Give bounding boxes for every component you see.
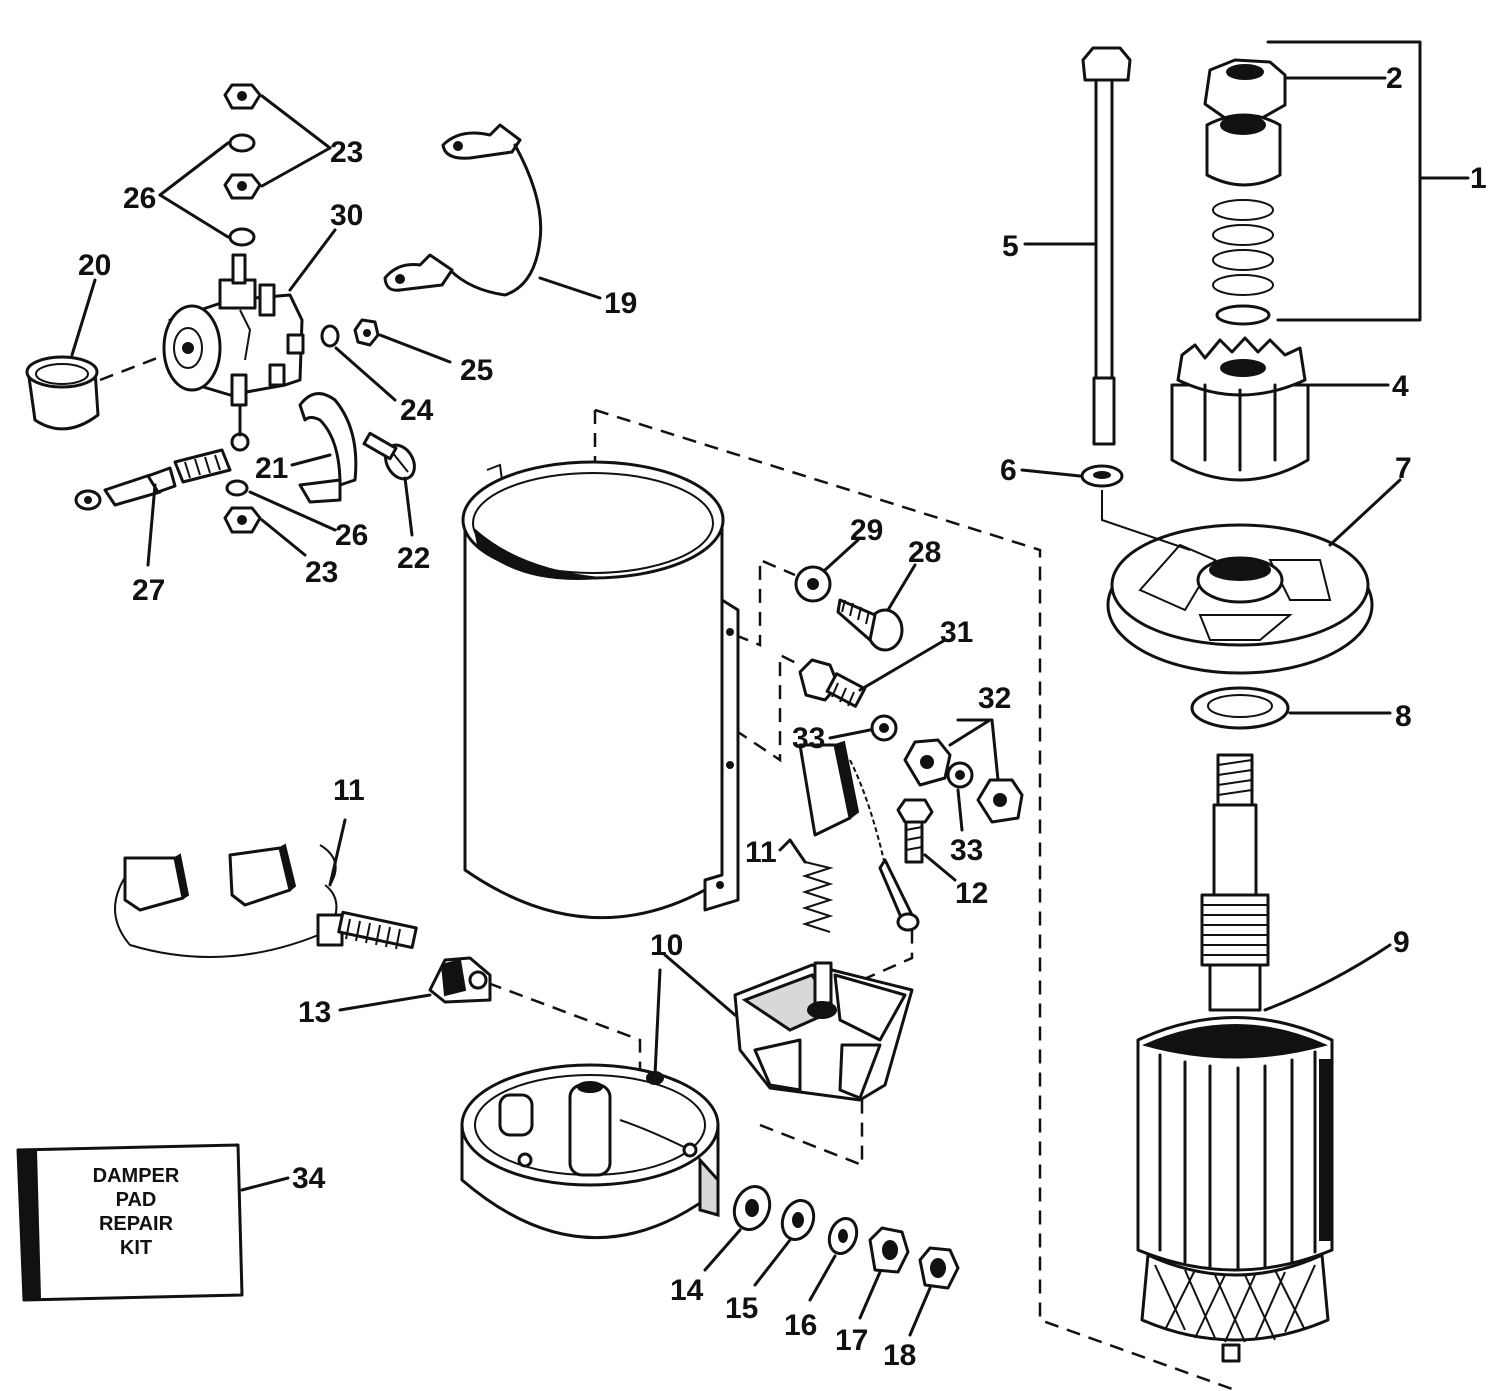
callout-29: 29 <box>850 514 883 547</box>
nut-icon <box>1203 58 1387 120</box>
callout-19: 19 <box>604 287 637 320</box>
end-cap-icon <box>460 968 720 1239</box>
kit-line-1: DAMPER <box>93 1165 180 1187</box>
callout-16: 16 <box>784 1309 817 1342</box>
bracket-icon <box>338 956 492 1012</box>
callout-34: 34 <box>292 1162 326 1195</box>
callout-4: 4 <box>1392 370 1409 403</box>
terminal-stud-icon <box>798 638 947 708</box>
callout-17: 17 <box>835 1324 868 1357</box>
washer-icon <box>753 1199 816 1287</box>
spring-icon <box>778 838 834 933</box>
callout-21: 21 <box>255 452 288 485</box>
callout-30: 30 <box>330 199 363 232</box>
nut-icon <box>956 718 1024 824</box>
callout-7: 7 <box>1395 452 1412 485</box>
washer-icon <box>703 1185 772 1272</box>
callout-26-top: 26 <box>123 182 156 215</box>
screw-icon <box>896 798 957 882</box>
callout-20: 20 <box>78 249 111 282</box>
washer-icon <box>1020 464 1124 488</box>
armature-icon <box>1136 753 1392 1363</box>
brush-holder-icon <box>663 953 914 1102</box>
callout-15: 15 <box>725 1292 758 1325</box>
callout-10: 10 <box>650 929 683 962</box>
callout-labels: 1 2 4 5 6 7 8 9 10 11 11 12 13 14 15 16 … <box>78 62 1487 1372</box>
through-bolt-icon <box>1023 46 1132 446</box>
callout-33-right: 33 <box>950 834 983 867</box>
callout-23-bottom: 23 <box>305 556 338 589</box>
drive-assembly-bracket <box>1266 40 1470 322</box>
callout-5: 5 <box>1002 230 1019 263</box>
callout-25: 25 <box>460 354 493 387</box>
washer-icon <box>320 324 397 402</box>
thrust-washer-icon <box>1190 686 1392 730</box>
nut-icon <box>223 173 262 200</box>
callout-14: 14 <box>670 1274 704 1307</box>
callout-1: 1 <box>1470 162 1487 195</box>
callout-6: 6 <box>1000 454 1017 487</box>
callout-11-left: 11 <box>333 774 365 807</box>
callout-11-right: 11 <box>745 836 777 869</box>
cable-link-icon <box>74 403 250 567</box>
brush-set-icon <box>114 818 418 958</box>
callout-23-top: 23 <box>330 136 363 169</box>
kit-line-3: REPAIR <box>99 1213 174 1235</box>
washer-icon <box>794 538 860 603</box>
bolt-icon <box>836 563 917 652</box>
screw-icon <box>362 431 416 537</box>
spring-icon <box>1212 199 1274 326</box>
frame-housing-icon <box>461 460 740 920</box>
pinion-gear-icon <box>1170 336 1390 482</box>
callout-8: 8 <box>1395 700 1412 733</box>
kit-label: DAMPER PAD REPAIR KIT <box>93 1165 180 1259</box>
callout-26-bottom: 26 <box>335 519 368 552</box>
callout-9: 9 <box>1393 926 1410 959</box>
callout-13: 13 <box>298 996 331 1029</box>
strap-icon <box>290 392 358 504</box>
nut-icon <box>223 83 262 110</box>
callout-32: 32 <box>978 682 1011 715</box>
nut-icon <box>353 318 452 364</box>
lock-washer-icon <box>808 1217 859 1302</box>
ring-icon <box>25 278 100 431</box>
callout-27: 27 <box>132 574 165 607</box>
kit-line-4: KIT <box>120 1237 152 1259</box>
callout-18: 18 <box>883 1339 916 1372</box>
callout-2: 2 <box>1386 62 1403 95</box>
nut-icon <box>903 718 992 787</box>
callout-28: 28 <box>908 536 941 569</box>
collar-icon <box>1205 113 1282 187</box>
callout-12: 12 <box>955 877 988 910</box>
callout-31: 31 <box>940 616 973 649</box>
kit-box-icon <box>16 1143 290 1302</box>
callout-33-left: 33 <box>792 722 825 755</box>
washer-icon <box>228 133 256 247</box>
lock-washer-icon <box>828 714 898 742</box>
kit-line-2: PAD <box>116 1189 157 1211</box>
nut-icon <box>908 1246 960 1337</box>
callout-22: 22 <box>397 542 430 575</box>
leader-lines-23-26 <box>158 94 332 239</box>
callout-24: 24 <box>400 394 434 427</box>
brush-icon <box>798 740 920 932</box>
solenoid-icon <box>162 228 337 407</box>
nut-icon <box>858 1226 910 1320</box>
cable-icon <box>383 123 602 300</box>
nut-icon <box>223 506 307 557</box>
washer-icon <box>225 479 337 532</box>
end-frame-icon <box>1101 478 1402 675</box>
lock-washer-icon <box>946 761 974 832</box>
